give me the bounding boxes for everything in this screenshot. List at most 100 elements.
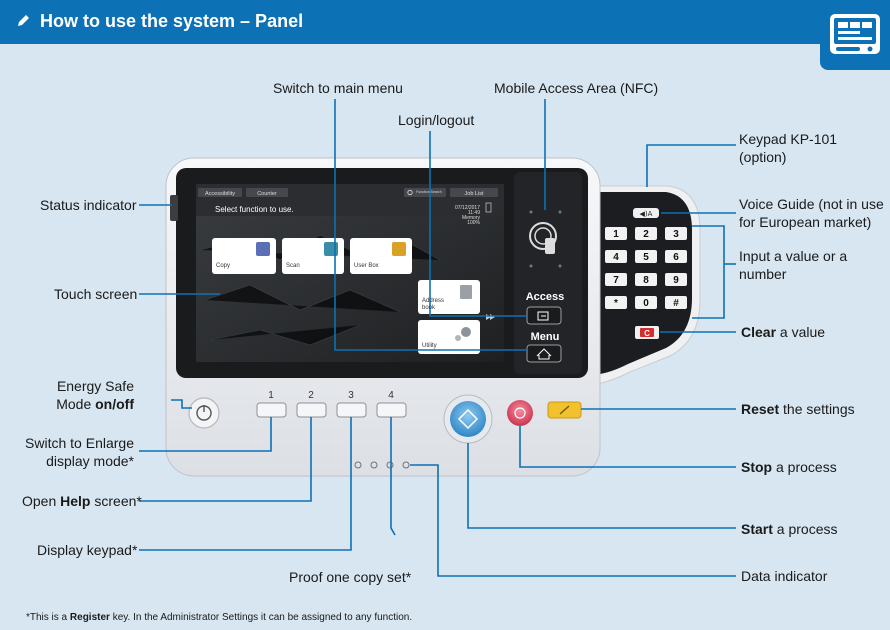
keypad-key[interactable] <box>605 250 627 263</box>
screen-memory-value: 100% <box>467 220 480 226</box>
footnote-pre: *This is a <box>26 612 70 623</box>
screen-message: Select function to use. <box>215 205 294 214</box>
label-energy-save: Energy Safe Mode on/off <box>56 377 134 413</box>
label-mobile-access: Mobile Access Area (NFC) <box>494 80 659 96</box>
clear-bold: Clear <box>741 324 777 340</box>
tab-job-list[interactable] <box>450 188 498 197</box>
reset-icon <box>559 405 570 415</box>
tile-scan-label: Scan <box>286 263 300 269</box>
tab-counter[interactable] <box>246 188 288 197</box>
line-keypad-unit <box>646 144 736 187</box>
screen-tab-job-list-label: Job List <box>465 191 484 197</box>
keypad-key[interactable] <box>635 227 657 240</box>
tile-copy[interactable] <box>212 238 276 274</box>
panel-badge <box>820 0 890 70</box>
tile-address-label-2: book <box>422 305 436 311</box>
keypad-key-label: 1 <box>613 229 619 240</box>
stop-bold: Stop <box>741 459 773 475</box>
register-key-3[interactable] <box>336 402 367 418</box>
keypad-key[interactable] <box>635 250 657 263</box>
label-login-logout: Login/logout <box>398 112 475 128</box>
keypad-key[interactable] <box>605 227 627 240</box>
label-enlarge: Switch to Enlarge display mode* <box>25 434 134 470</box>
keypad-key-label: 3 <box>673 229 679 240</box>
memory-gauge <box>485 202 492 213</box>
home-icon <box>536 348 552 360</box>
tab-function-search[interactable] <box>404 188 446 197</box>
label-voice-guide: Voice Guide (not in use for European mar… <box>739 195 884 231</box>
keypad-key[interactable] <box>665 227 687 240</box>
screen-tab-accessibility-label: Accessibility <box>205 191 235 197</box>
voice-guide-key[interactable] <box>633 208 659 218</box>
keypad-key[interactable] <box>605 273 627 286</box>
label-energy-save-line1: Energy Safe <box>56 378 134 394</box>
label-reset: Reset the settings <box>741 400 855 418</box>
register-key-4[interactable] <box>376 402 407 418</box>
tile-utility-label: Utility <box>422 343 437 349</box>
touch-screen[interactable] <box>196 184 504 362</box>
screen-tab-counter-label: Counter <box>257 191 277 197</box>
keypad-key-label: * <box>614 298 618 309</box>
energy-save-bold: on/off <box>95 396 134 412</box>
line-start <box>467 443 736 529</box>
search-icon <box>407 189 413 196</box>
label-enlarge-line2: display mode* <box>46 453 134 469</box>
tile-address-book[interactable] <box>418 280 480 314</box>
register-key-2[interactable] <box>296 402 327 418</box>
stop-button[interactable] <box>507 400 533 426</box>
energy-save-pre: Mode <box>56 396 96 412</box>
tile-user-box[interactable] <box>350 238 412 274</box>
keypad-key[interactable] <box>665 273 687 286</box>
screen-date: 07/12/2017 <box>455 205 480 211</box>
keypad-key[interactable] <box>635 273 657 286</box>
label-clear: Clear a value <box>741 323 825 341</box>
tile-user-box-label: User Box <box>354 263 379 269</box>
callout-lines <box>139 99 736 577</box>
register-key-4-label: 4 <box>388 390 394 401</box>
register-key-2-label: 2 <box>308 390 314 401</box>
footnote-bold: Register <box>69 612 110 623</box>
start-button[interactable] <box>450 401 486 437</box>
clear-key-label: C <box>644 329 650 338</box>
reset-bold: Reset <box>741 401 780 417</box>
menu-button[interactable] <box>526 344 562 363</box>
header-bar: How to use the system – Panel <box>0 0 890 44</box>
keypad-key[interactable] <box>665 296 687 309</box>
line-proof-stub <box>390 417 396 536</box>
label-switch-main-menu: Switch to main menu <box>273 80 403 96</box>
nfc-icon <box>529 210 562 268</box>
label-input-line1: Input a value or a <box>739 248 848 264</box>
status-indicator <box>170 195 178 221</box>
register-key-1[interactable] <box>256 402 287 418</box>
tab-accessibility[interactable] <box>198 188 242 197</box>
label-keypad-unit: Keypad KP-101 (option) <box>739 130 837 166</box>
tile-copy-label: Copy <box>216 263 230 269</box>
energy-save-button[interactable] <box>188 397 220 429</box>
line-data-indicator <box>410 464 736 577</box>
pencil-icon <box>18 15 29 26</box>
speaker-icon: ◀)A <box>640 210 653 218</box>
label-proof-copy: Proof one copy set* <box>289 569 412 585</box>
page-title: How to use the system – Panel <box>40 11 304 31</box>
help-post: screen* <box>90 493 142 509</box>
tile-address-label-1: Address <box>422 298 444 304</box>
label-input-line2: number <box>739 266 787 282</box>
line-input-bracket <box>692 225 725 319</box>
keypad-key[interactable] <box>635 296 657 309</box>
register-key-3-label: 3 <box>348 390 354 401</box>
label-input-value: Input a value or a number <box>739 247 847 283</box>
keypad-key-label: 7 <box>613 275 619 286</box>
line-energy-save <box>171 399 192 409</box>
keypad-key-label: 0 <box>643 298 649 309</box>
keypad-key-label: 4 <box>613 252 619 263</box>
keypad-key[interactable] <box>605 296 627 309</box>
stop-icon <box>514 407 526 419</box>
tile-utility[interactable] <box>418 320 480 354</box>
label-display-keypad: Display keypad* <box>37 542 138 558</box>
label-stop: Stop a process <box>741 458 837 476</box>
keypad-key[interactable] <box>665 250 687 263</box>
label-help: Open Help screen* <box>22 492 142 510</box>
login-icon <box>537 311 549 321</box>
